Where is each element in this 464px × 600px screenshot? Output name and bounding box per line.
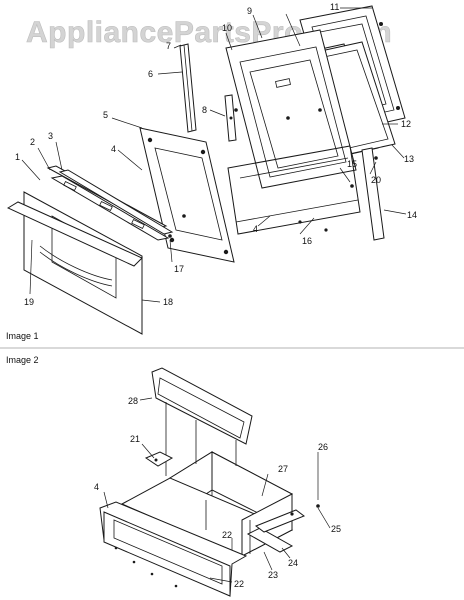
callout-28: 27 — [278, 464, 288, 474]
oven-door-assembly — [6, 5, 407, 335]
callout-24: 23 — [268, 570, 278, 580]
callout-27: 26 — [318, 442, 328, 452]
callout-4-upper: 4 — [111, 144, 116, 154]
part-door-handle — [6, 201, 143, 287]
screw-15 — [350, 184, 354, 188]
callout-29: 28 — [128, 396, 138, 406]
section-label-image-2: Image 2 — [6, 355, 39, 365]
callout-22-lower: 22 — [234, 579, 244, 589]
callout-8: 8 — [202, 105, 207, 115]
callout-5: 5 — [103, 110, 108, 120]
callout-22-upper: 21 — [130, 434, 140, 444]
callout-25: 24 — [288, 558, 298, 568]
callout-14: 14 — [407, 210, 417, 220]
callout-26: 25 — [331, 524, 341, 534]
callout-2: 2 — [30, 137, 35, 147]
callout-16: 16 — [302, 236, 312, 246]
screw-20 — [374, 156, 378, 160]
part-door-insulation-panel — [139, 127, 235, 263]
callout-15: 15 — [347, 159, 357, 169]
callouts-image-2: 28 21 4 27 26 25 22 24 23 22 — [94, 396, 341, 589]
section-label-image-1: Image 1 — [6, 331, 39, 341]
callout-17: 17 — [174, 264, 184, 274]
callout-4-lower: 4 — [253, 224, 258, 234]
callout-18: 18 — [163, 297, 173, 307]
callout-6: 6 — [148, 69, 153, 79]
callout-12: 12 — [401, 119, 411, 129]
screw-17 — [168, 234, 172, 238]
callout-20: 20 — [371, 175, 381, 185]
part-inner-door-liner — [225, 29, 357, 189]
callout-3: 3 — [48, 131, 53, 141]
part-left-side-trim — [179, 43, 197, 133]
part-bottom-channel — [227, 145, 361, 235]
part-drawer-front — [99, 501, 248, 597]
callouts-image-1: 7 6 10 9 11 12 13 8 5 4 3 2 1 15 20 14 4… — [15, 2, 417, 307]
callout-1: 1 — [15, 152, 20, 162]
callout-7: 7 — [166, 41, 171, 51]
callout-13: 13 — [404, 154, 414, 164]
part-drawer-slides — [144, 451, 320, 553]
part-upper-trim-strips — [46, 165, 174, 241]
storage-drawer-assembly — [99, 367, 331, 597]
callout-23: 22 — [222, 530, 232, 540]
part-right-side-trim — [361, 147, 385, 241]
part-drawer-rear-panel — [151, 367, 253, 445]
callout-21: 4 — [94, 482, 99, 492]
callout-10: 10 — [222, 23, 232, 33]
callout-11: 11 — [330, 2, 339, 12]
callout-19: 19 — [24, 297, 34, 307]
callout-9: 9 — [247, 6, 252, 16]
part-hinge — [224, 94, 237, 142]
